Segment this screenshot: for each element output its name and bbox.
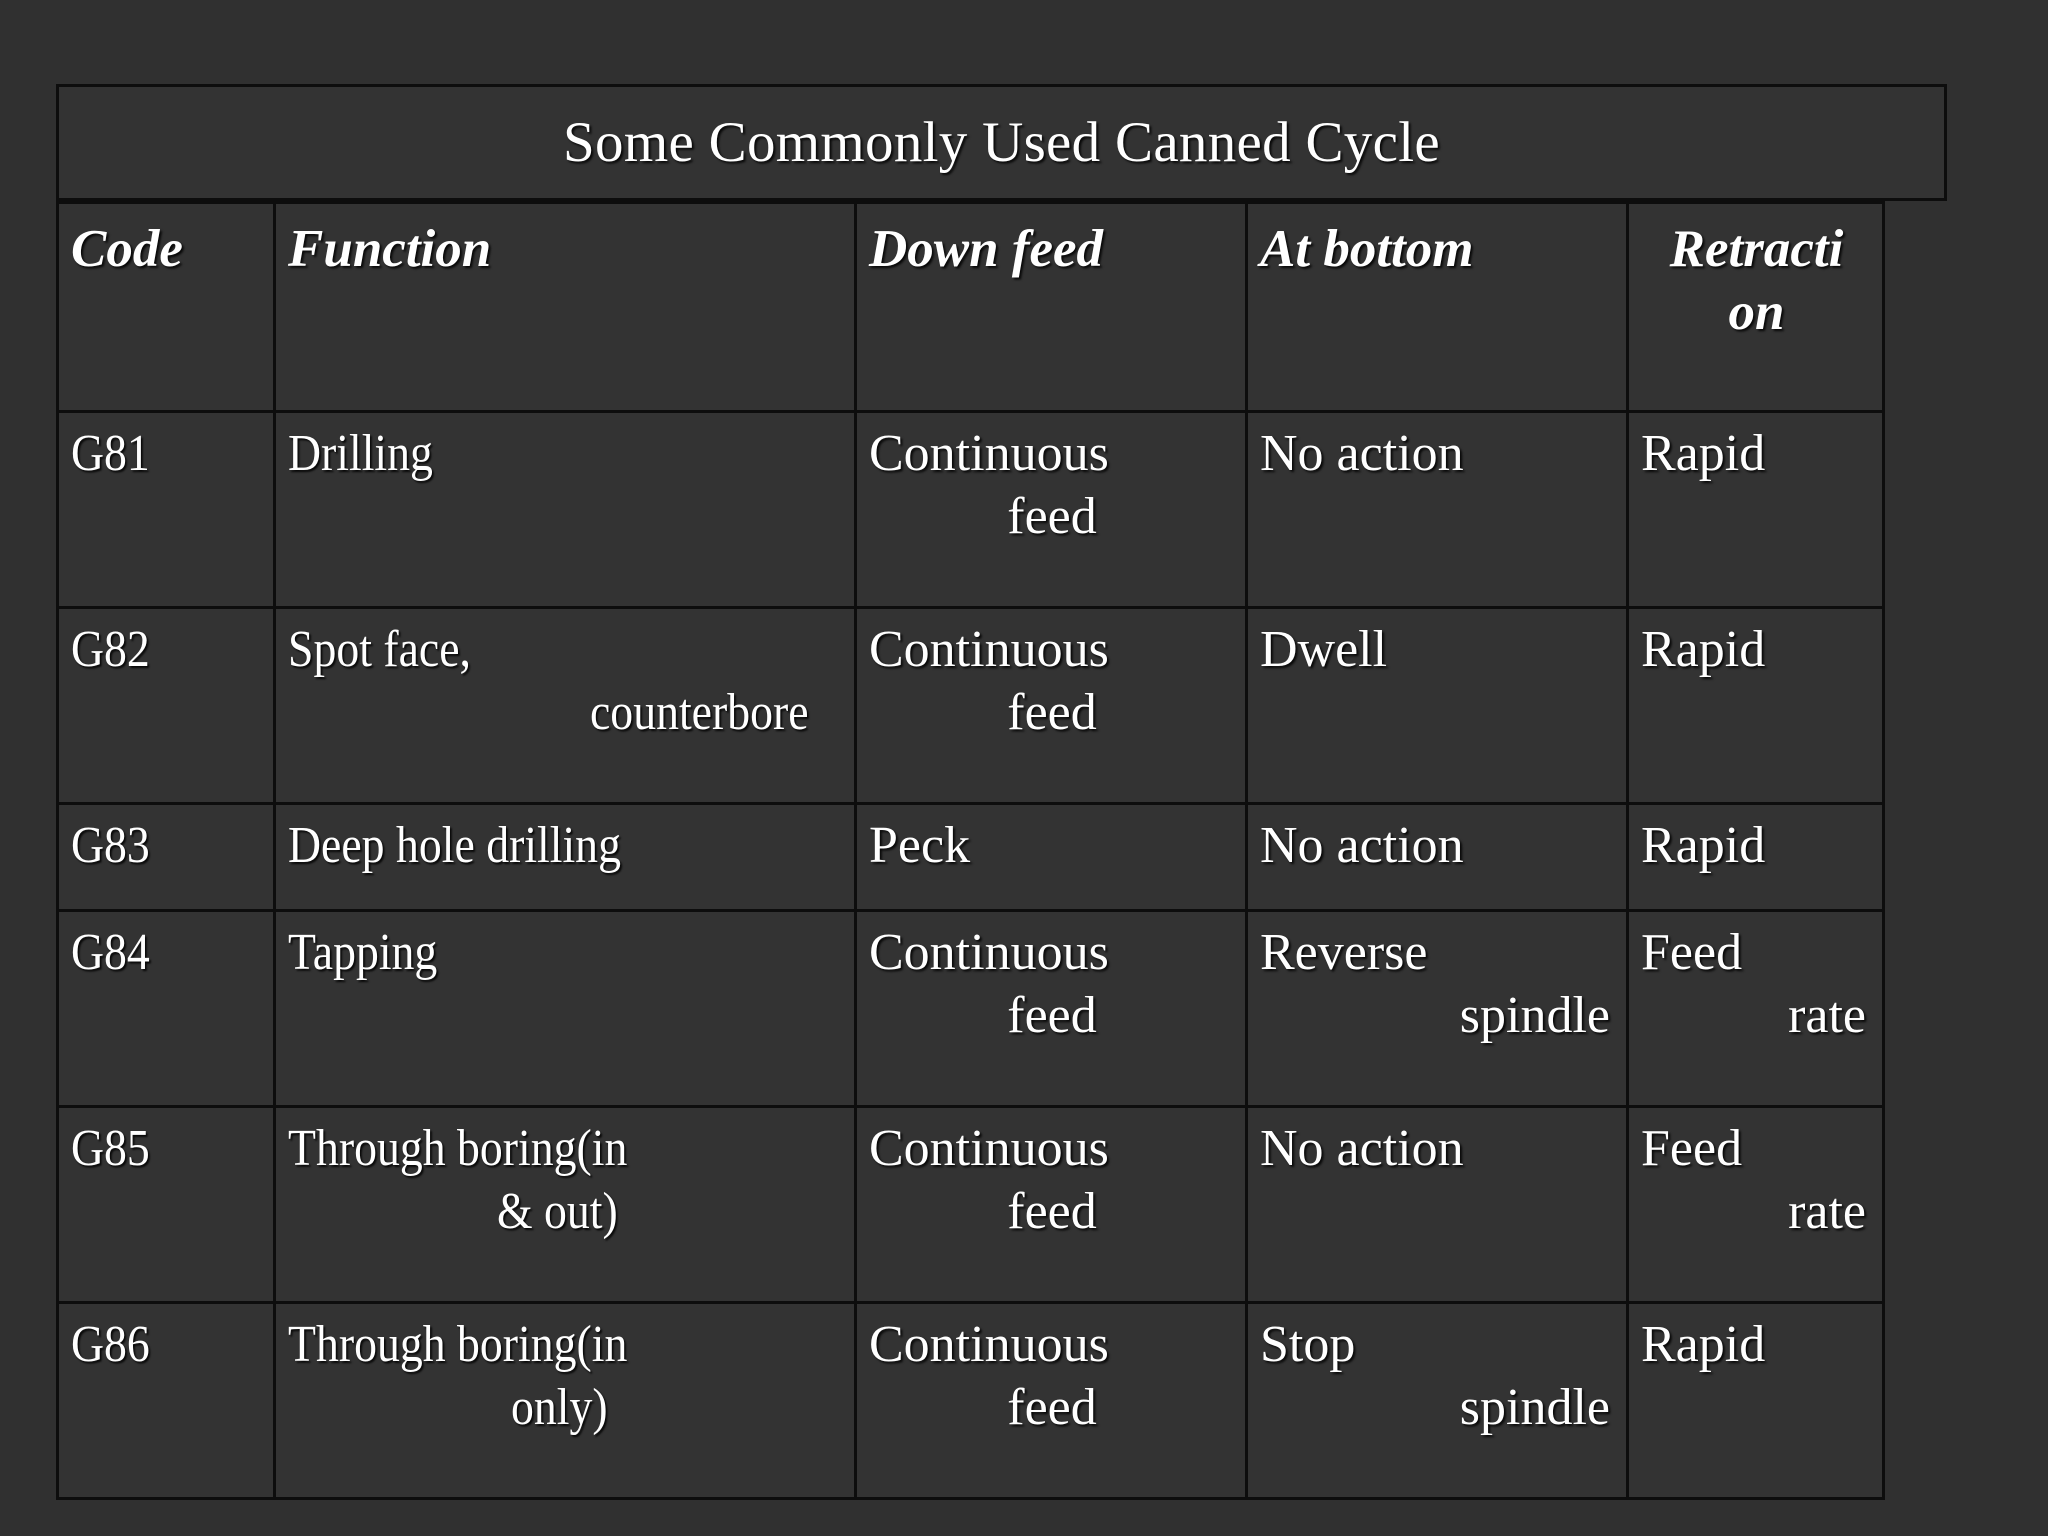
cell-retraction-line1: Feed [1641,924,1743,981]
header-cell-down-feed: Down feed [854,201,1248,413]
cell-at-bottom-line1: Stop [1260,1316,1356,1373]
cell-retraction: Rapid [1626,410,1885,609]
header-cell-code: Code [56,201,276,413]
cell-function-line1: Through boring(in [288,1316,628,1373]
cell-at-bottom-line2: spindle [1459,1378,1610,1436]
cell-retraction: Feed rate [1626,909,1885,1108]
cell-down-feed-line2: feed [1007,1378,1097,1436]
cell-down-feed-line1: Continuous [869,1316,1109,1373]
cell-function-line1: Through boring(in [288,1120,628,1177]
cell-retraction-line1: Rapid [1641,425,1766,482]
cell-retraction-line2: rate [1788,986,1866,1044]
cell-down-feed-line2: feed [1007,683,1097,741]
header-cell-function: Function [273,201,857,413]
header-cell-retraction: Retracti on [1626,201,1885,413]
cell-at-bottom-line1: No action [1260,817,1464,874]
cell-code-text: G86 [71,1316,150,1373]
cell-down-feed-line1: Continuous [869,1120,1109,1177]
canned-cycle-table: Code Function Down feed At bottom Retrac… [56,201,1885,1500]
cell-at-bottom: No action [1245,802,1629,912]
table-row: G82 Spot face, counterbore Continuous fe… [56,606,1885,805]
header-label-retraction-line1: Retracti [1669,220,1844,278]
cell-at-bottom: Reverse spindle [1245,909,1629,1108]
cell-at-bottom-line1: No action [1260,425,1464,482]
cell-down-feed: Continuous feed [854,1105,1248,1304]
cell-retraction-line1: Rapid [1641,817,1766,874]
cell-down-feed: Peck [854,802,1248,912]
cell-function-line2: only) [511,1378,608,1436]
cell-retraction-line1: Rapid [1641,1316,1766,1373]
cell-down-feed: Continuous feed [854,606,1248,805]
cell-code-text: G81 [71,425,150,482]
cell-function-line1: Spot face, [288,621,471,678]
cell-code-text: G85 [71,1120,150,1177]
cell-at-bottom: No action [1245,1105,1629,1304]
table-row: G81 Drilling Continuous feed No action R… [56,410,1885,609]
table-row: G84 Tapping Continuous feed Reverse spin… [56,909,1885,1108]
cell-at-bottom: No action [1245,410,1629,609]
cell-at-bottom-line1: No action [1260,1120,1464,1177]
cell-code-text: G82 [71,621,150,678]
table-title-cell: Some Commonly Used Canned Cycle [56,84,1947,201]
cell-code: G86 [56,1301,276,1500]
cell-code: G84 [56,909,276,1108]
cell-retraction: Rapid [1626,802,1885,912]
cell-retraction: Feed rate [1626,1105,1885,1304]
cell-retraction: Rapid [1626,1301,1885,1500]
cell-function: Through boring(in & out) [273,1105,857,1304]
cell-function-line1: Tapping [288,924,438,981]
cell-function: Tapping [273,909,857,1108]
cell-at-bottom-line1: Dwell [1260,621,1388,678]
cell-code: G83 [56,802,276,912]
cell-code: G82 [56,606,276,805]
cell-function: Through boring(in only) [273,1301,857,1500]
cell-code-text: G84 [71,924,150,981]
table-row: G86 Through boring(in only) Continuous f… [56,1301,1885,1500]
header-label-function: Function [288,220,492,278]
cell-function: Drilling [273,410,857,609]
table-row: G85 Through boring(in & out) Continuous … [56,1105,1885,1304]
cell-at-bottom: Dwell [1245,606,1629,805]
header-label-code: Code [71,220,183,278]
cell-function-line1: Drilling [288,425,433,482]
cell-at-bottom-line1: Reverse [1260,924,1428,981]
cell-code: G81 [56,410,276,609]
cell-retraction-line2: rate [1788,1182,1866,1240]
header-label-at-bottom: At bottom [1260,220,1474,278]
cell-down-feed: Continuous feed [854,410,1248,609]
cell-function: Spot face, counterbore [273,606,857,805]
cell-function-line1: Deep hole drilling [288,817,621,874]
cell-down-feed-line2: feed [1007,487,1097,545]
cell-down-feed-line1: Continuous [869,924,1109,981]
cell-down-feed: Continuous feed [854,1301,1248,1500]
cell-function: Deep hole drilling [273,802,857,912]
cell-down-feed: Continuous feed [854,909,1248,1108]
cell-at-bottom-line2: spindle [1459,986,1610,1044]
cell-code-text: G83 [71,817,150,874]
cell-code: G85 [56,1105,276,1304]
cell-down-feed-line2: feed [1007,986,1097,1044]
header-cell-at-bottom: At bottom [1245,201,1629,413]
header-label-down-feed: Down feed [869,220,1104,278]
header-label-retraction-line2: on [1728,282,1785,341]
cell-function-line2: counterbore [589,683,809,741]
cell-retraction-line1: Feed [1641,1120,1743,1177]
cell-function-line2: & out) [497,1182,619,1240]
cell-at-bottom: Stop spindle [1245,1301,1629,1500]
table-row: G83 Deep hole drilling Peck No action Ra… [56,802,1885,912]
cell-down-feed-line1: Continuous [869,621,1109,678]
table-header-row: Code Function Down feed At bottom Retrac… [56,201,1885,413]
cell-retraction-line1: Rapid [1641,621,1766,678]
table-title: Some Commonly Used Canned Cycle [563,110,1440,174]
cell-retraction: Rapid [1626,606,1885,805]
cell-down-feed-line1: Continuous [869,425,1109,482]
cell-down-feed-line2: feed [1007,1182,1097,1240]
cell-down-feed-line1: Peck [869,817,971,874]
